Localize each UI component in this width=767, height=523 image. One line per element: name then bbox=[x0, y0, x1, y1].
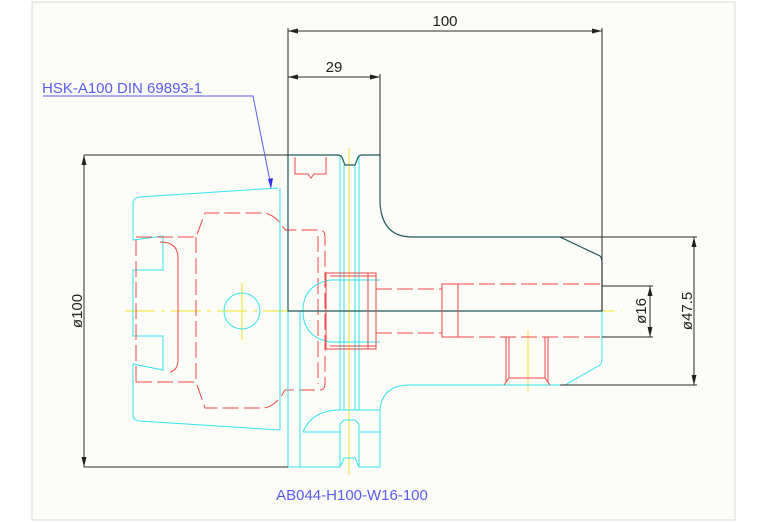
dimension-overall-length: 100 bbox=[287, 13, 603, 311]
lower-half-outline bbox=[287, 155, 603, 468]
shank-hidden-lines bbox=[135, 212, 326, 409]
dimension-29-text: 29 bbox=[326, 59, 343, 76]
dimension-flange-diameter: ø100 bbox=[69, 154, 288, 468]
hsk-callout[interactable]: HSK-A100 DIN 69893-1 bbox=[42, 80, 273, 189]
dimension-d100-text: ø100 bbox=[69, 294, 86, 328]
arrow-icon bbox=[268, 178, 273, 189]
callout-leader bbox=[43, 95, 272, 187]
body-hidden-lines bbox=[294, 157, 602, 386]
drive-hole bbox=[223, 292, 261, 330]
dimension-100-text: 100 bbox=[432, 13, 457, 30]
part-number-label[interactable]: AB044-H100-W16-100 bbox=[276, 487, 428, 504]
dimension-d16-text: ø16 bbox=[633, 298, 650, 324]
dimension-d47-5-text: ø47.5 bbox=[679, 292, 696, 330]
hsk-shank bbox=[132, 187, 281, 431]
dimension-body-diameter: ø47.5 bbox=[560, 236, 697, 386]
dimension-bore-diameter: ø16 bbox=[602, 285, 653, 338]
upper-half-outline bbox=[287, 154, 603, 312]
drawing-sheet bbox=[31, 1, 736, 521]
hsk-callout-label[interactable]: HSK-A100 DIN 69893-1 bbox=[42, 80, 202, 97]
dimension-flange-length: 29 bbox=[288, 59, 381, 155]
